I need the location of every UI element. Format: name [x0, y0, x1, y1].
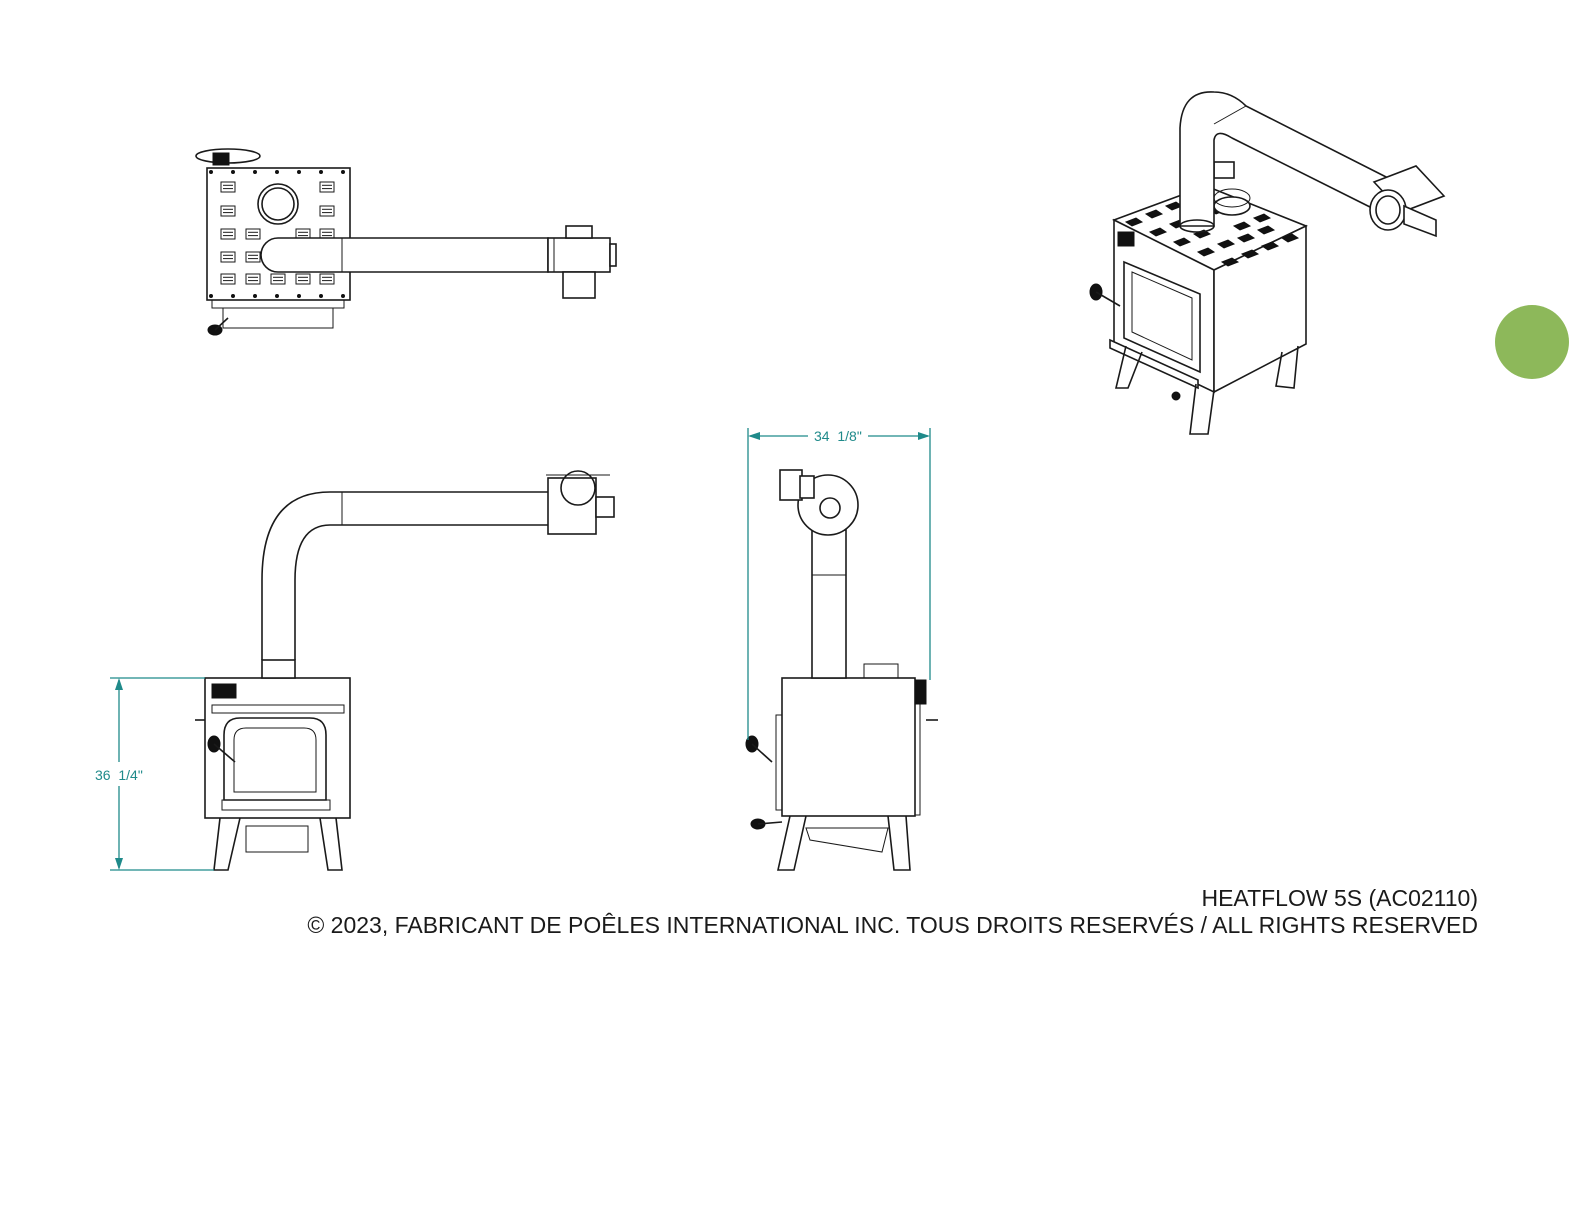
bolt: [276, 171, 279, 174]
top-vent-slots: [210, 171, 345, 298]
bolt: [298, 171, 301, 174]
bolt: [320, 295, 323, 298]
vent-slot: [221, 252, 235, 262]
bolt: [232, 295, 235, 298]
width-dimension-label: 34 1/8": [814, 428, 862, 444]
vent-slot: [246, 252, 260, 262]
vent-slot: [221, 274, 235, 284]
bolt: [320, 171, 323, 174]
model-title: HEATFLOW 5S (AC02110): [1201, 885, 1478, 912]
vent-slot: [246, 229, 260, 239]
height-dimension: 36 1/4": [95, 678, 214, 870]
bolt: [342, 295, 345, 298]
height-dimension-label: 36 1/4": [95, 767, 143, 783]
vent-slot: [320, 182, 334, 192]
vent-slot: [296, 274, 310, 284]
vent-slot: [221, 206, 235, 216]
bolt: [298, 295, 301, 298]
vent-slot: [221, 229, 235, 239]
vent-slot: [246, 274, 260, 284]
copyright-notice: © 2023, FABRICANT DE POÊLES INTERNATIONA…: [307, 912, 1478, 939]
vent-slot: [221, 182, 235, 192]
bolt: [210, 171, 213, 174]
bolt: [342, 171, 345, 174]
vent-slot: [320, 206, 334, 216]
bolt: [254, 171, 257, 174]
green-circle-icon: [1495, 305, 1569, 379]
vent-slot: [271, 274, 285, 284]
bolt: [276, 295, 279, 298]
bolt: [232, 171, 235, 174]
bolt: [254, 295, 257, 298]
bolt: [210, 295, 213, 298]
side-view: [746, 470, 938, 870]
front-view: [195, 471, 614, 870]
vent-slot: [320, 274, 334, 284]
isometric-view: [1090, 92, 1444, 434]
top-view: [196, 149, 616, 335]
